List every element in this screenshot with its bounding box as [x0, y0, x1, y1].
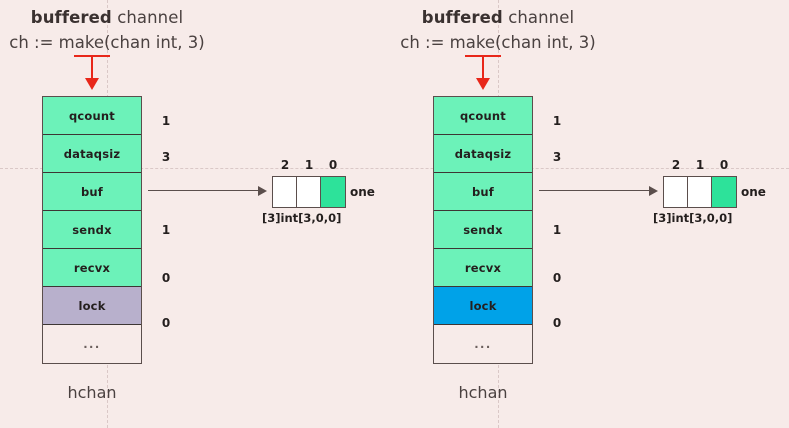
diagram-title-bold-left: buffered: [30, 8, 112, 27]
buffer-index-2-left: 2: [280, 158, 290, 172]
buffer-cell-1-left: [297, 177, 321, 207]
hchan-value-recvx-left: 0: [161, 271, 171, 285]
hchan-row-recvx-left: recvx: [43, 249, 141, 287]
hchan-row-dataqsiz-right: dataqsiz: [434, 135, 532, 173]
hchan-value-lock-left: 0: [161, 316, 171, 330]
buffer-index-0-right: 0: [719, 158, 729, 172]
diagram-right-buffered-channel: buffered channel ch := make(chan int, 3)…: [391, 0, 786, 428]
diagram-title-bold-right: buffered: [421, 8, 503, 27]
buf-arrow-line-right: [539, 190, 651, 191]
buffer-cell-1-right: [688, 177, 712, 207]
hchan-value-lock-right: 0: [552, 316, 562, 330]
diagram-code-right: ch := make(chan int, 3): [400, 33, 596, 52]
diagram-title-rest-left: channel: [111, 8, 184, 27]
buffer-cell-2-left: [273, 177, 297, 207]
buffer-type-label-right: [3]int[3,0,0]: [653, 211, 733, 225]
hchan-row-ellipsis-left: ...: [43, 325, 141, 363]
hchan-row-dataqsiz-left: dataqsiz: [43, 135, 141, 173]
hchan-value-dataqsiz-left: 3: [161, 150, 171, 164]
hchan-value-sendx-left: 1: [161, 223, 171, 237]
hchan-value-recvx-right: 0: [552, 271, 562, 285]
diagram-title-rest-right: channel: [502, 8, 575, 27]
pointer-stem-right: [482, 56, 484, 80]
buffer-cell-2-right: [664, 177, 688, 207]
buffer-index-0-left: 0: [328, 158, 338, 172]
buf-arrow-line-left: [148, 190, 260, 191]
buffer-array-left: [272, 176, 346, 208]
hchan-row-qcount-left: qcount: [43, 97, 141, 135]
pointer-stem-left: [91, 56, 93, 80]
hchan-value-sendx-right: 1: [552, 223, 562, 237]
buffer-side-label-left: one: [350, 185, 375, 199]
hchan-row-lock-right: lock: [434, 287, 532, 325]
hchan-name-label-right: hchan: [458, 383, 508, 402]
buffer-side-label-right: one: [741, 185, 766, 199]
hchan-row-ellipsis-right: ...: [434, 325, 532, 363]
hchan-value-qcount-right: 1: [552, 114, 562, 128]
hchan-row-sendx-left: sendx: [43, 211, 141, 249]
buf-arrow-head-left: [258, 186, 267, 196]
hchan-row-buf-left: buf: [43, 173, 141, 211]
buffer-cell-0-right: [712, 177, 736, 207]
guide-line-horizontal: [0, 168, 789, 169]
buffer-cell-0-left: [321, 177, 345, 207]
buf-arrow-head-right: [649, 186, 658, 196]
hchan-row-buf-right: buf: [434, 173, 532, 211]
buffer-index-1-left: 1: [304, 158, 314, 172]
buffer-type-label-left: [3]int[3,0,0]: [262, 211, 342, 225]
hchan-struct-left: qcount dataqsiz buf sendx recvx lock ...: [42, 96, 142, 364]
buffer-index-1-right: 1: [695, 158, 705, 172]
diagram-code-left: ch := make(chan int, 3): [9, 33, 205, 52]
pointer-head-left: [85, 78, 99, 90]
hchan-row-sendx-right: sendx: [434, 211, 532, 249]
hchan-row-qcount-right: qcount: [434, 97, 532, 135]
buffer-array-right: [663, 176, 737, 208]
pointer-head-right: [476, 78, 490, 90]
hchan-value-dataqsiz-right: 3: [552, 150, 562, 164]
diagram-left-buffered-channel: buffered channel ch := make(chan int, 3)…: [0, 8, 375, 402]
diagram-title-left: buffered channel: [0, 8, 272, 27]
hchan-row-recvx-right: recvx: [434, 249, 532, 287]
hchan-struct-right: qcount dataqsiz buf sendx recvx lock ...: [433, 96, 533, 364]
buffer-index-2-right: 2: [671, 158, 681, 172]
hchan-row-lock-left: lock: [43, 287, 141, 325]
hchan-name-label-left: hchan: [67, 383, 117, 402]
diagram-title-right: buffered channel: [333, 8, 663, 27]
hchan-value-qcount-left: 1: [161, 114, 171, 128]
